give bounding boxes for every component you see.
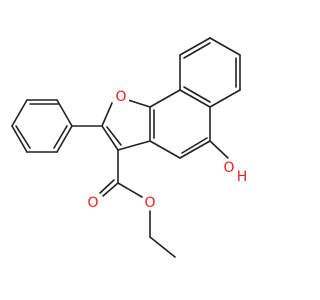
bond <box>101 102 113 127</box>
bond <box>102 182 119 197</box>
structure-diagram: O O H O O <box>11 37 247 258</box>
ester-group <box>99 149 176 258</box>
bond <box>181 137 208 154</box>
molecule-canvas: O O H O O <box>11 37 248 258</box>
bond <box>209 140 229 159</box>
bond <box>149 89 181 108</box>
bond <box>99 179 115 194</box>
bond <box>149 236 176 258</box>
bond <box>209 89 241 108</box>
hydroxyl-oxygen-label: O <box>223 160 234 176</box>
bond <box>127 99 151 108</box>
bond <box>149 140 181 159</box>
bond <box>183 42 211 59</box>
bond <box>179 140 211 159</box>
bond <box>179 37 211 56</box>
middle-ring <box>149 89 211 159</box>
atom-labels: O O H O O <box>87 88 247 211</box>
bond <box>117 140 151 151</box>
benzo-ring <box>179 37 241 108</box>
hydroxyl-hydrogen-label: H <box>237 169 248 185</box>
bond <box>56 125 73 153</box>
bond <box>179 89 211 108</box>
bond <box>11 125 28 153</box>
ester-oxygen-label: O <box>144 195 155 211</box>
bond <box>53 125 68 149</box>
furan-ring <box>101 99 151 151</box>
bond <box>183 86 211 103</box>
bond <box>101 125 119 151</box>
bond <box>11 99 28 127</box>
phenyl-ring <box>11 99 103 153</box>
bond <box>106 126 122 146</box>
carbonyl-oxygen-label: O <box>87 195 98 211</box>
bond <box>117 182 143 198</box>
bond <box>209 37 241 56</box>
bond <box>15 125 31 149</box>
furan-oxygen-label: O <box>115 89 126 105</box>
